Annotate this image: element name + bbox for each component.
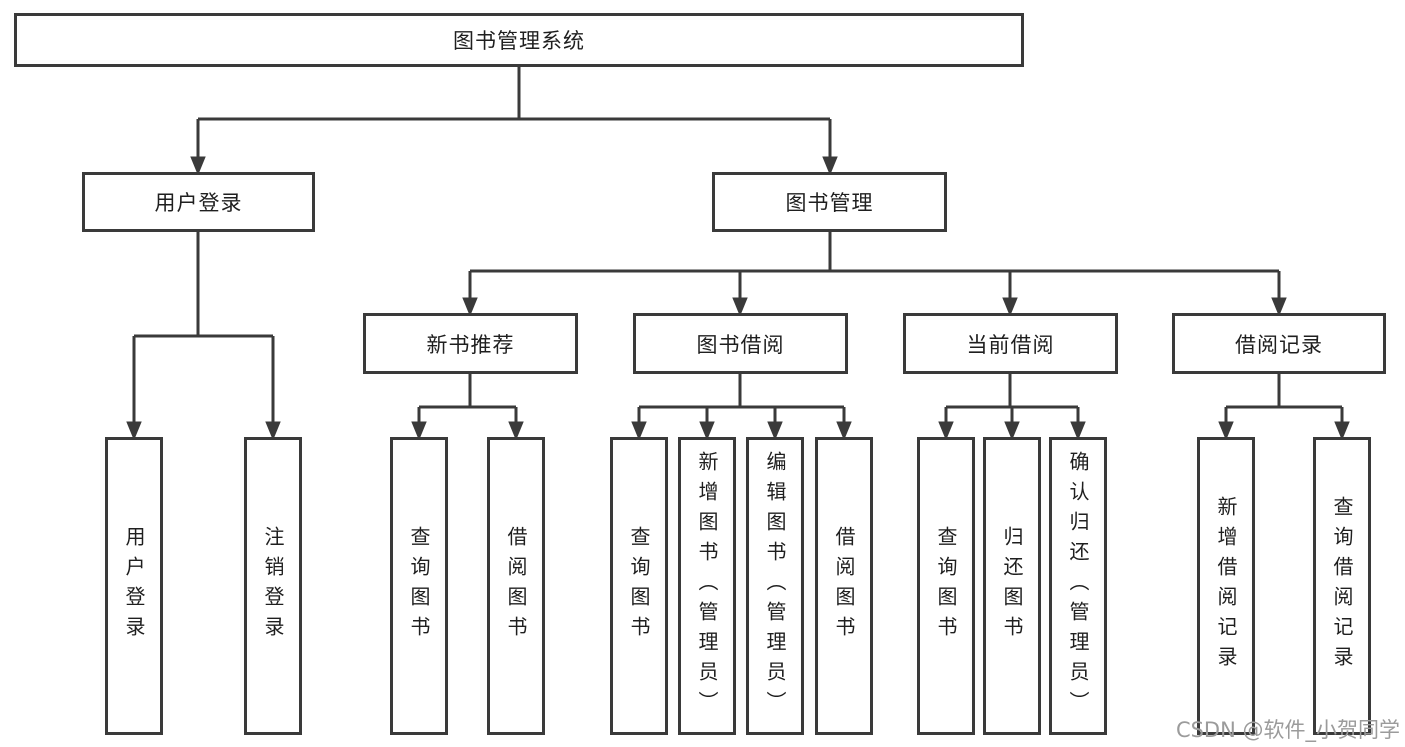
leaf-add-borrow-record: 新增借阅记录 [1197, 437, 1255, 735]
node-user-login: 用户登录 [82, 172, 315, 232]
node-book-borrowing: 图书借阅 [633, 313, 848, 374]
leaf-query-books-borrowing: 查询图书 [610, 437, 668, 735]
node-label: 编辑图书（管理员） [763, 451, 787, 721]
leaf-edit-books-admin: 编辑图书（管理员） [746, 437, 804, 735]
node-label: 注销登录 [261, 526, 285, 646]
node-label: 借阅记录 [1235, 332, 1323, 357]
node-label: 查询图书 [407, 526, 431, 646]
node-new-book-recommend: 新书推荐 [363, 313, 578, 374]
node-label: 当前借阅 [966, 332, 1055, 357]
node-label: 借阅图书 [832, 526, 856, 646]
node-label: 图书管理系统 [453, 29, 585, 53]
leaf-query-books-recommend: 查询图书 [390, 437, 448, 735]
csdn-watermark: CSDN @软件_小贺同学 [1175, 718, 1400, 742]
leaf-return-books: 归还图书 [983, 437, 1041, 735]
leaf-confirm-return-admin: 确认归还（管理员） [1049, 437, 1107, 735]
leaf-query-borrow-record: 查询借阅记录 [1313, 437, 1371, 735]
node-label: 查询借阅记录 [1330, 496, 1354, 676]
leaf-borrow-books: 借阅图书 [815, 437, 873, 735]
leaf-user-login: 用户登录 [105, 437, 163, 735]
leaf-logout: 注销登录 [244, 437, 302, 735]
leaf-add-books-admin: 新增图书（管理员） [678, 437, 736, 735]
node-label: 确认归还（管理员） [1066, 451, 1090, 721]
node-root-system: 图书管理系统 [14, 13, 1024, 67]
node-label: 归还图书 [1000, 526, 1024, 646]
node-borrowing-records: 借阅记录 [1172, 313, 1386, 374]
node-label: 新增图书（管理员） [695, 451, 719, 721]
node-label: 新书推荐 [426, 332, 515, 357]
node-label: 新增借阅记录 [1214, 496, 1238, 676]
leaf-query-books-current: 查询图书 [917, 437, 975, 735]
leaf-borrow-books-recommend: 借阅图书 [487, 437, 545, 735]
node-book-management: 图书管理 [712, 172, 947, 232]
node-label: 用户登录 [154, 191, 243, 215]
node-label: 图书管理 [785, 191, 874, 215]
node-label: 查询图书 [627, 526, 651, 646]
node-label: 用户登录 [122, 526, 146, 646]
node-label: 借阅图书 [504, 526, 528, 646]
node-label: 查询图书 [934, 526, 958, 646]
node-current-borrowing: 当前借阅 [903, 313, 1118, 374]
node-label: 图书借阅 [696, 332, 785, 357]
